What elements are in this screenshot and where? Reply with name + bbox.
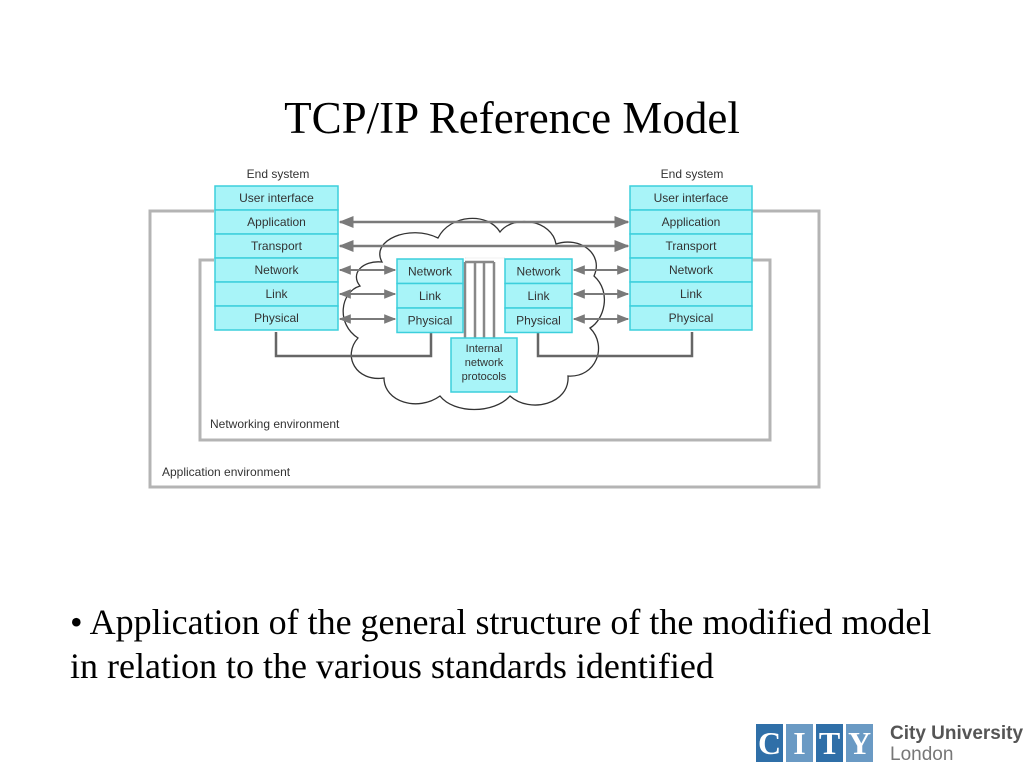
end-system-left-layer-label: Network — [254, 263, 299, 277]
end-system-right-layer-box — [629, 185, 753, 211]
logo-line2: London — [890, 744, 954, 765]
logo-letter-y: Y — [846, 724, 873, 762]
bullet-text: • Application of the general structure o… — [70, 602, 932, 686]
end-system-right-stack: User interfaceApplicationTransportNetwor… — [629, 185, 753, 331]
end-system-left-title: End system — [247, 167, 310, 181]
networking-environment-label: Networking environment — [210, 417, 340, 431]
logo-line1: City University — [890, 723, 1024, 744]
end-system-left-layer-label: User interface — [239, 191, 314, 205]
end-system-right-layer-label: Transport — [666, 239, 718, 253]
peer-arrows — [338, 216, 630, 324]
end-system-left-layer-label: Physical — [254, 311, 299, 325]
city-university-logo: C I T Y City University London — [756, 722, 1023, 766]
router-left-layer-box — [396, 307, 464, 334]
router-right-layer-box — [504, 282, 573, 309]
internal-protocols-box — [450, 337, 518, 393]
router-left-layer-label: Link — [419, 289, 442, 303]
end-system-left-layer-label: Transport — [251, 239, 303, 253]
right-physical-connector — [536, 332, 694, 358]
logo-letter-i: I — [786, 724, 813, 762]
router-right-layer-label: Physical — [516, 313, 561, 327]
end-system-right-layer-label: User interface — [654, 191, 729, 205]
router-link-connector — [463, 260, 496, 340]
end-system-left-layer-box — [214, 233, 339, 259]
networking-environment-frame — [198, 258, 772, 442]
end-system-left-stack: User interfaceApplicationTransportNetwor… — [214, 185, 339, 331]
application-environment-label: Application environment — [162, 465, 291, 479]
router-left-layer-label: Network — [408, 264, 453, 278]
end-system-left-layer-box — [214, 305, 339, 331]
router-left-layer-box — [396, 282, 464, 309]
end-system-right-layer-box — [629, 233, 753, 259]
router-right-layer-label: Link — [527, 289, 550, 303]
end-system-right-title: End system — [661, 167, 724, 181]
router-left-layer-box — [396, 258, 464, 285]
end-system-left-layer-box — [214, 209, 339, 235]
end-system-right-layer-label: Application — [662, 215, 721, 229]
end-system-right-layer-box — [629, 209, 753, 235]
end-system-left-layer-label: Application — [247, 215, 306, 229]
internal-protocols-label: Internal network protocols — [462, 343, 507, 383]
internal-protocols-line: network — [465, 357, 504, 369]
router-right-layer-box — [504, 258, 573, 285]
router-right-layer-box — [504, 307, 573, 334]
end-system-right-layer-box — [629, 305, 753, 331]
application-environment-frame — [148, 209, 821, 489]
logo-letter-c: C — [756, 724, 783, 762]
internal-protocols-line: protocols — [462, 371, 507, 383]
logo-letter-t: T — [816, 724, 843, 762]
slide-title: TCP/IP Reference Model — [284, 93, 740, 143]
end-system-right-layer-label: Physical — [669, 311, 714, 325]
end-system-right-layer-label: Network — [669, 263, 714, 277]
end-system-left-layer-box — [214, 281, 339, 307]
end-system-left-layer-box — [214, 257, 339, 283]
left-physical-connector — [274, 332, 433, 358]
router-left-layer-label: Physical — [408, 313, 453, 327]
end-system-right-layer-box — [629, 257, 753, 283]
logo-name: City University London — [890, 723, 1023, 765]
end-system-right-layer-label: Link — [680, 287, 703, 301]
end-system-left-layer-label: Link — [265, 287, 288, 301]
internal-protocols-line: Internal — [466, 343, 503, 355]
router-right-layer-label: Network — [516, 264, 561, 278]
